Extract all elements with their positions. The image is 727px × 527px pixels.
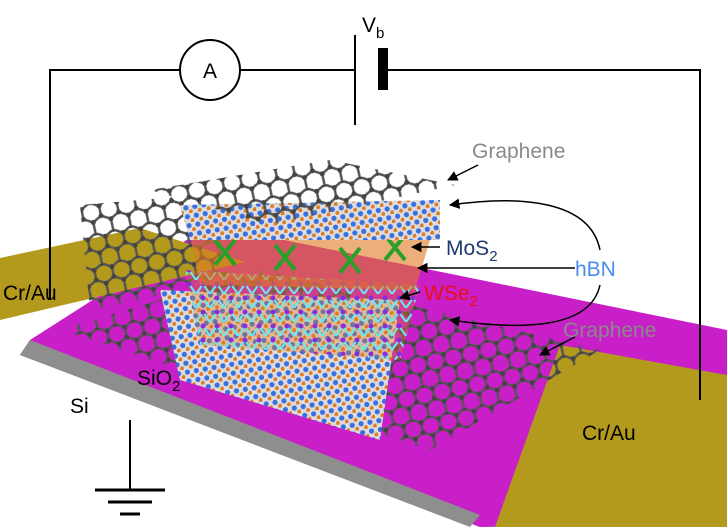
sio2-label: SiO xyxy=(137,367,172,390)
svg-text:MoS2: MoS2 xyxy=(446,237,498,265)
svg-text:WSe2: WSe2 xyxy=(424,282,478,310)
ammeter xyxy=(179,39,241,101)
ammeter-label: A xyxy=(203,60,217,83)
wse2-subscript: 2 xyxy=(470,293,478,310)
mos2-layer xyxy=(190,235,430,290)
ground-icon xyxy=(95,488,165,516)
circuit-wires xyxy=(49,69,701,490)
si-label: Si xyxy=(70,395,89,418)
voltage-label: V xyxy=(362,14,376,37)
svg-text:SiO2: SiO2 xyxy=(137,367,180,395)
svg-text:Vb: Vb xyxy=(362,14,384,42)
electrode-right-label: Cr/Au xyxy=(582,422,636,445)
graphene-top-sheet xyxy=(150,160,455,225)
mos2-label: MoS xyxy=(446,237,489,260)
graphene-bottom-label: Graphene xyxy=(563,319,656,342)
mos2-subscript: 2 xyxy=(489,248,497,265)
electrode-left-label: Cr/Au xyxy=(3,282,57,305)
wse2-layer xyxy=(185,270,420,360)
voltage-subscript: b xyxy=(376,25,384,42)
hbn-label: hBN xyxy=(575,258,616,281)
sio2-subscript: 2 xyxy=(172,378,180,395)
sio2-side xyxy=(20,340,480,527)
wse2-label: WSe xyxy=(424,282,470,305)
battery-short-plate xyxy=(378,48,388,90)
gold-electrode-right xyxy=(495,345,727,527)
graphene-top-label: Graphene xyxy=(472,140,565,163)
mos2-atoms xyxy=(213,233,407,275)
annotation-arrows xyxy=(398,164,601,356)
